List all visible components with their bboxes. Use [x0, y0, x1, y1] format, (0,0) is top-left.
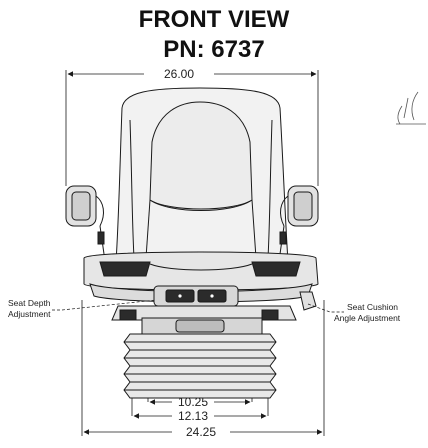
- part-number: PN: 6737: [163, 36, 265, 63]
- dimension-inner-width-b: [131, 398, 269, 419]
- right-armrest: [279, 185, 319, 255]
- callout-cushion-angle: [307, 303, 344, 313]
- dimension-base-width: [81, 300, 325, 436]
- seat-cushion: [83, 251, 319, 303]
- dimension-overall-width: [65, 70, 319, 186]
- side-view-fragment: [396, 91, 426, 125]
- callout-cushion-angle-line2: Angle Adjustment: [334, 313, 401, 323]
- callout-seat-depth-line2: Adjustment: [8, 309, 51, 319]
- air-bellows: [123, 333, 277, 399]
- dimension-inner-width-a: [147, 398, 253, 405]
- callout-seat-depth: [52, 299, 157, 311]
- base-width-label: 24.25: [186, 425, 216, 439]
- overall-width-label: 26.00: [164, 67, 194, 81]
- inner-width-a-label: 10.25: [178, 395, 208, 409]
- suspension-base: [111, 291, 317, 335]
- drawing-title: FRONT VIEW: [138, 6, 290, 33]
- callout-seat-depth-line1: Seat Depth: [8, 298, 51, 308]
- left-armrest: [65, 185, 105, 255]
- callout-cushion-angle-line1: Seat Cushion: [347, 302, 398, 312]
- seat-depth-handle: [153, 285, 239, 307]
- seat-backrest: [115, 87, 289, 263]
- inner-width-b-label: 12.13: [178, 409, 208, 423]
